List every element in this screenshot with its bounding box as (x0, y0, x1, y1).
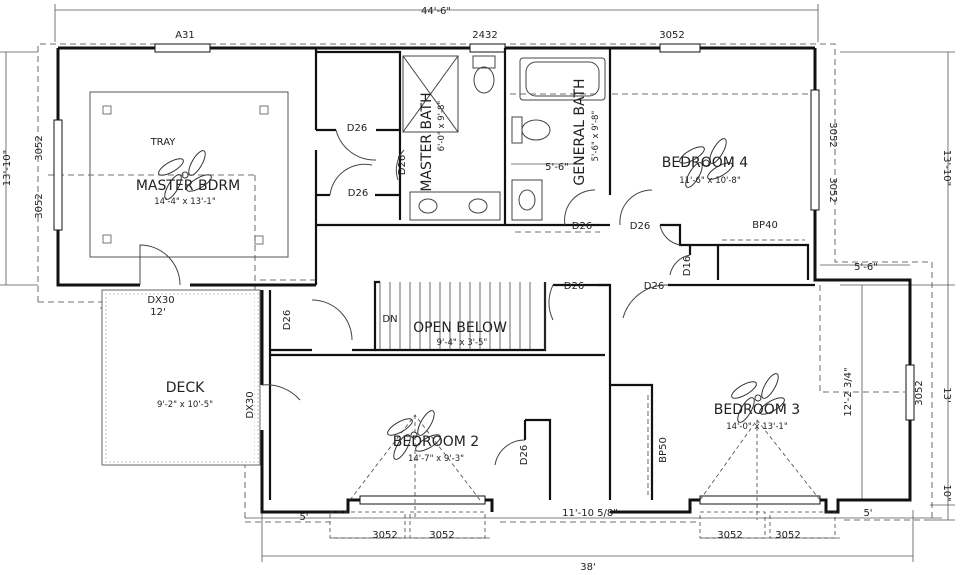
deck-width-dim: 12' (150, 307, 165, 318)
room-size-deck: 9'-2" x 10'-5" (157, 400, 213, 410)
closet-tag: BP50 (658, 437, 669, 463)
door-tag: D26 (348, 188, 368, 199)
room-size-bedroom2: 14'-7" x 9'-3" (408, 454, 464, 464)
door-tag: D26 (572, 221, 592, 232)
room-name-master-bath: MASTER BATH (419, 92, 435, 191)
window-tag: 3052 (429, 530, 454, 541)
overall-bottom-width: 38' (580, 562, 595, 573)
door-tag: D26 (644, 281, 664, 292)
general-bath-inner-dim: 5'-6" (545, 162, 569, 173)
window-tag: 3052 (34, 193, 45, 218)
window-tag: 3052 (914, 380, 925, 405)
bedroom3-inner-dim: 12'-2 3/4" (843, 367, 854, 416)
stair-direction: DN (382, 314, 397, 325)
window-tag: 3052 (775, 530, 800, 541)
ceiling-fan-bed2 (387, 410, 441, 460)
room-size-bedroom3: 14'-0" x 13'-1" (726, 422, 788, 432)
window-tag: 3052 (659, 30, 684, 41)
window-tag: 3052 (827, 122, 838, 147)
bay-windows (329, 414, 836, 539)
ceiling-fan-bed3 (731, 373, 785, 423)
door-tag: DX30 (147, 295, 174, 306)
room-size-master-bath: 6'-0" x 9'-8" (437, 101, 447, 152)
room-size-general-bath: 5'-6" x 9'-8" (591, 111, 601, 162)
window-tag: 3052 (717, 530, 742, 541)
door-tag: DX30 (245, 391, 256, 418)
overall-top-width: 44'-6" (421, 6, 451, 17)
room-name-open-below: OPEN BELOW (413, 320, 507, 336)
bath-fixtures (402, 55, 606, 221)
tray-ceiling (89, 91, 289, 258)
room-name-bedroom3: BEDROOM 3 (714, 402, 800, 418)
ceiling-fan-bed4 (679, 138, 733, 188)
door-tag: D26 (630, 221, 650, 232)
interior-walls (268, 48, 815, 500)
dim-five-right: 5' (863, 508, 872, 519)
door-tag: D26 (564, 281, 584, 292)
door-tag: D26 (347, 123, 367, 134)
closet-tag: BP40 (752, 220, 778, 231)
overall-right-lower-height: 13' (941, 387, 952, 402)
dim-five-six-right: 5'-6" (854, 262, 878, 273)
room-name-general-bath: GENERAL BATH (572, 78, 588, 185)
window-tag: 3052 (34, 135, 45, 160)
stair (379, 282, 546, 350)
dim-five-left: 5' (299, 512, 308, 523)
tray-label: TRAY (150, 137, 177, 148)
door-tag: D26 (519, 445, 530, 465)
room-size-open-below: 9'-4" x 3'-5" (437, 338, 488, 348)
closet-rods (647, 239, 805, 495)
ceiling-fan-master (158, 150, 212, 200)
exterior-walls (56, 46, 912, 514)
overall-left-height: 13'-10" (2, 150, 13, 186)
window-tag: 3052 (827, 177, 838, 202)
room-name-bedroom2: BEDROOM 2 (393, 434, 479, 450)
window-tag: 2432 (472, 30, 497, 41)
door-tag: D26 (397, 155, 408, 175)
overall-right-bottom: 10" (941, 484, 952, 501)
door-tag: D26 (282, 310, 293, 330)
dim-middle-bottom: 11'-10 5/8" (562, 508, 618, 519)
dimension-lines (0, 4, 955, 562)
room-size-master: 14'-4" x 13'-1" (154, 197, 216, 207)
overall-right-upper-height: 13'-10" (941, 150, 952, 186)
room-name-master: MASTER BDRM (136, 178, 240, 194)
door-tag: D16 (682, 256, 693, 276)
room-name-deck: DECK (166, 380, 205, 396)
room-size-bedroom4: 11'-6" x 10'-8" (679, 176, 741, 186)
door-swings (139, 129, 691, 466)
room-name-bedroom4: BEDROOM 4 (662, 155, 749, 171)
window-tag: 3052 (372, 530, 397, 541)
window-tag: A31 (175, 30, 195, 41)
